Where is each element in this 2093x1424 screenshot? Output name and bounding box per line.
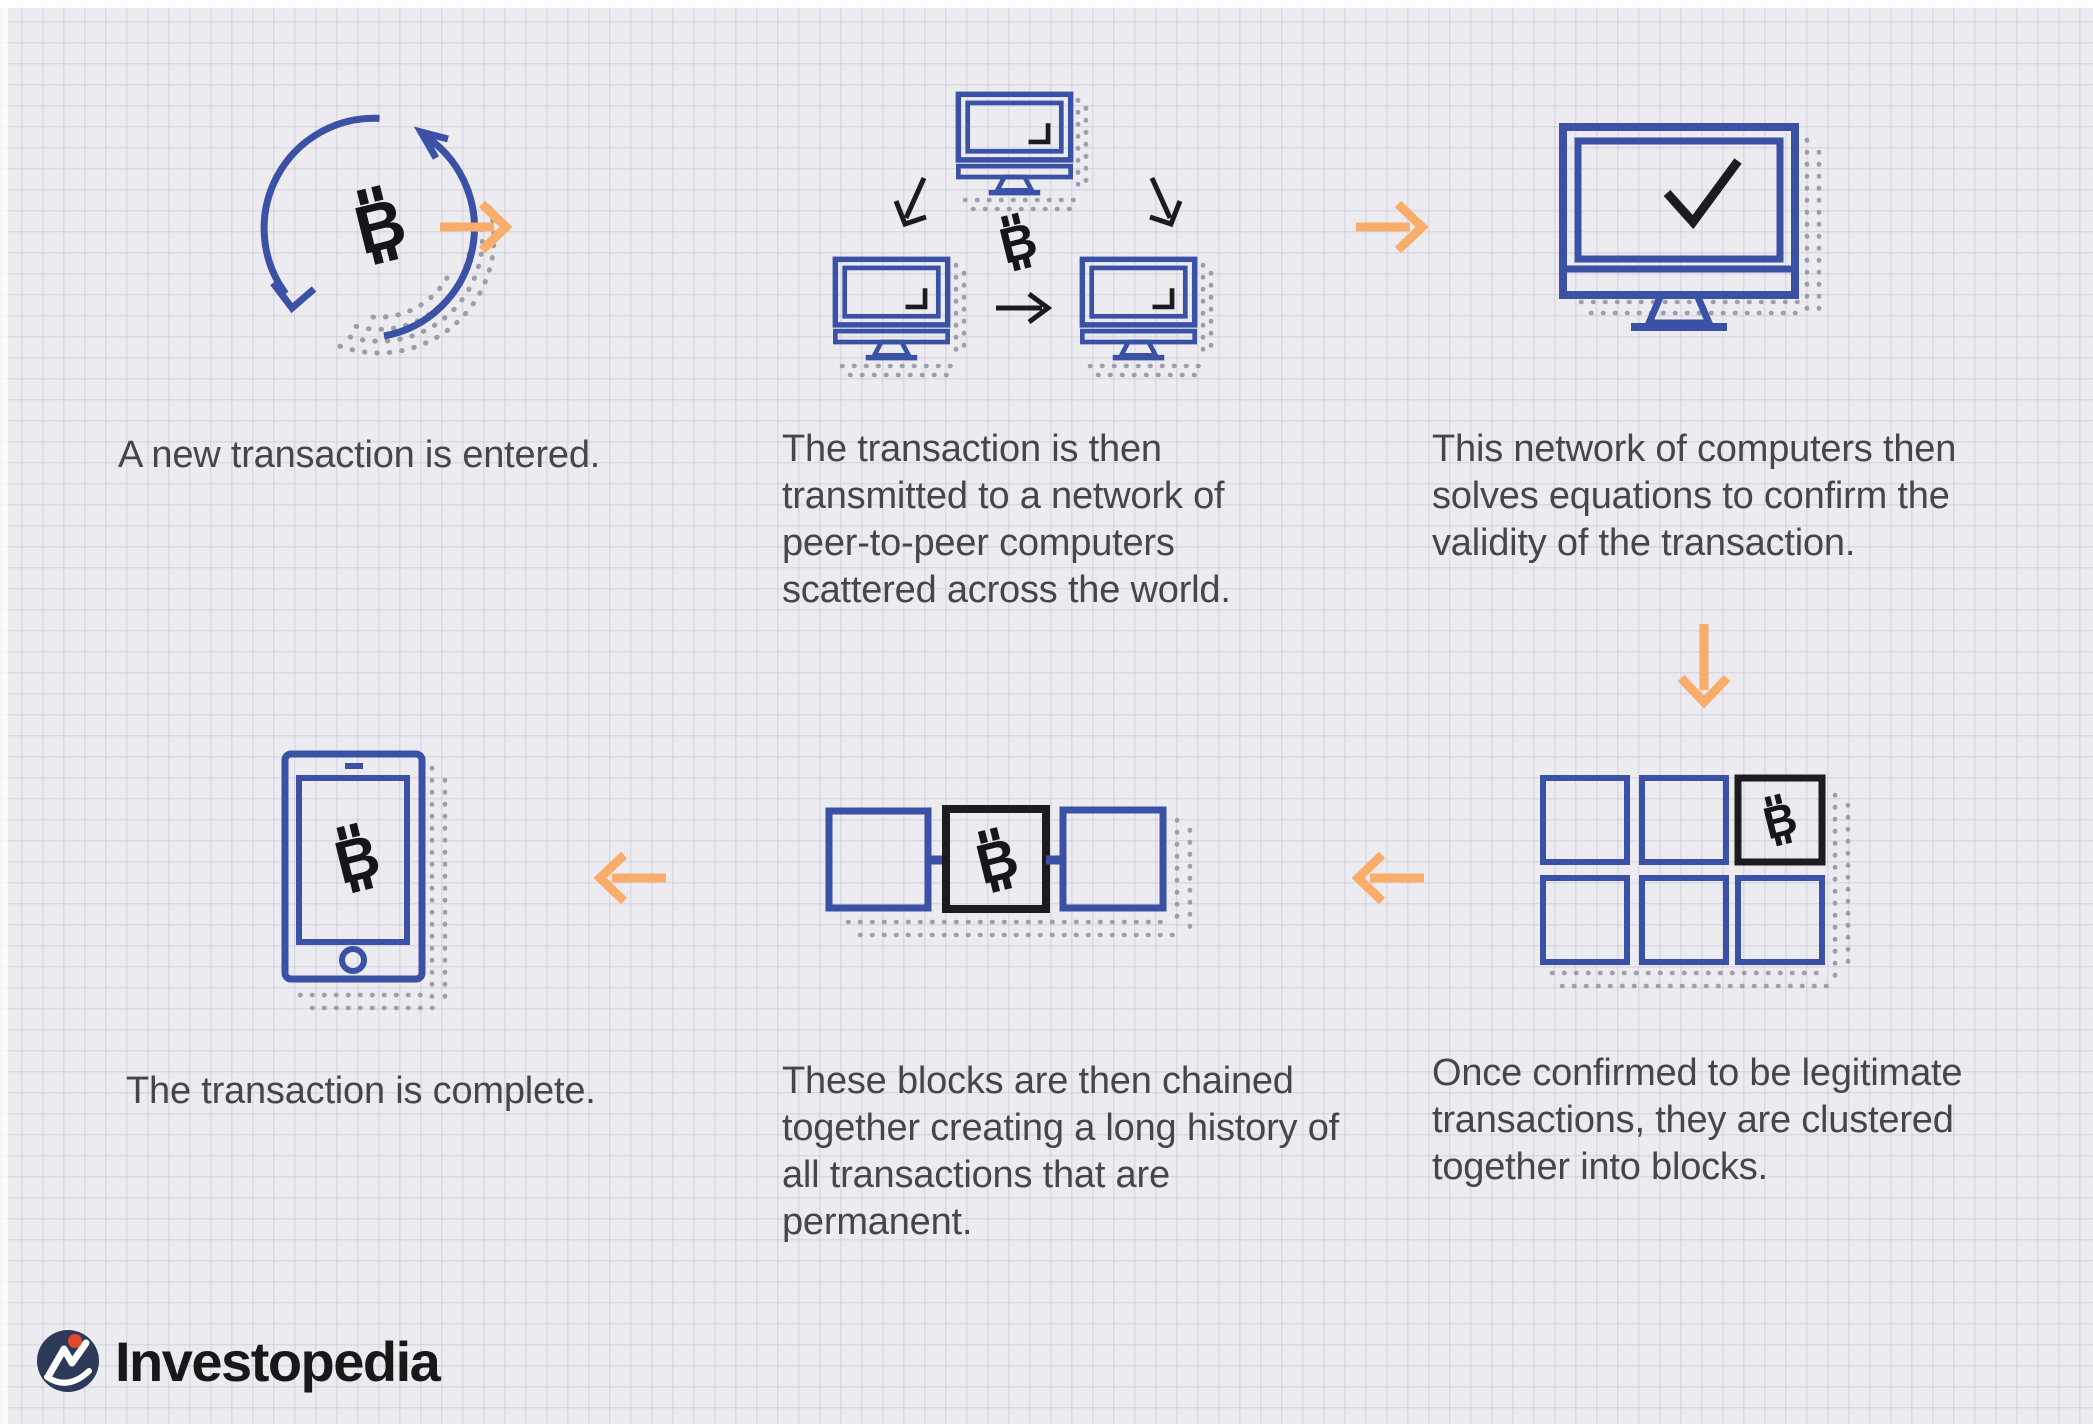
phone-bitcoin-icon <box>281 750 448 1011</box>
dotted-shadow <box>297 765 448 1011</box>
monitor-checkmark-icon <box>1559 123 1822 331</box>
paper-edge-left <box>0 0 8 1424</box>
checkmark <box>1663 158 1742 230</box>
dotted-shadow <box>1578 137 1822 320</box>
flow-arrow-left-icon <box>593 851 666 905</box>
bitcoin-cycle-icon <box>260 114 497 356</box>
investopedia-logo: Investopedia <box>35 1328 441 1394</box>
phone-speaker <box>345 763 363 769</box>
flow-arrow-right-icon <box>1356 200 1429 254</box>
step6-caption: The transaction is complete. <box>126 1070 596 1112</box>
investopedia-logo-mark-icon <box>37 1330 99 1392</box>
block-grid-bitcoin-icon <box>1540 774 1851 989</box>
flow-arrow-right-icon <box>440 200 513 254</box>
step2-caption: The transaction is then transmitted to a… <box>782 428 1231 611</box>
dotted-shadow <box>845 817 1193 938</box>
blockchain-linked-blocks-icon <box>825 805 1193 938</box>
step5-caption: These blocks are then chained together c… <box>782 1060 1340 1243</box>
dotted-shadow <box>839 97 1214 378</box>
step3-caption: This network of computers then solves eq… <box>1432 428 1957 564</box>
step1-caption: A new transaction is entered. <box>118 434 601 476</box>
flow-arrow-down-icon <box>1677 624 1731 709</box>
network-arrows <box>893 176 1183 325</box>
dotted-shadow <box>1549 792 1851 989</box>
step4-caption: Once confirmed to be legitimate transact… <box>1432 1052 1963 1188</box>
flow-arrow-left-icon <box>1351 851 1424 905</box>
paper-edge-top <box>0 0 2093 8</box>
peer-network-computers-icon <box>820 70 1214 378</box>
investopedia-logo-text: Investopedia <box>115 1329 441 1393</box>
